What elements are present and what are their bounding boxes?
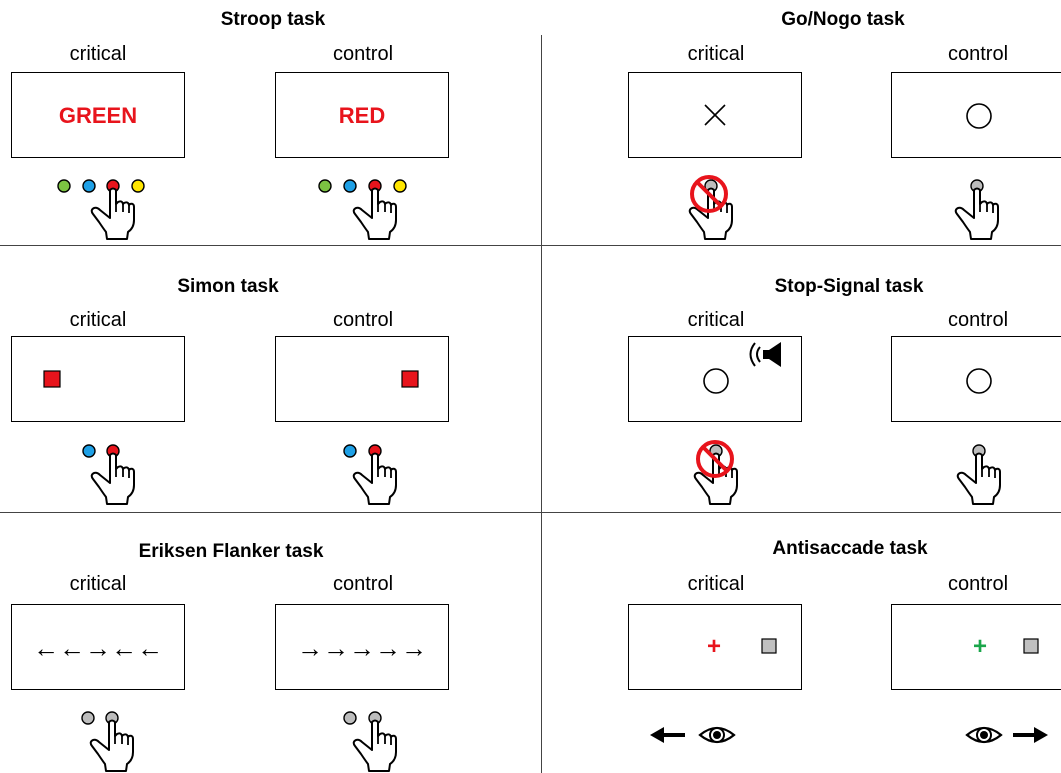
pointing-hand-icon xyxy=(352,452,397,505)
gonogo-critical-label: critical xyxy=(687,43,745,65)
eye-icon xyxy=(965,726,1003,744)
pointing-hand-icon xyxy=(352,719,397,772)
circle-icon xyxy=(966,103,992,129)
pointing-hand-icon xyxy=(956,452,1001,505)
circle-icon xyxy=(703,368,729,394)
pointing-hand-icon xyxy=(90,187,135,240)
eye-icon xyxy=(698,726,736,744)
stroop-control-label: control xyxy=(332,43,394,65)
anti-control-cross: + xyxy=(973,633,988,660)
left-arrow-icon xyxy=(650,727,685,743)
flanker-critical-arrows: ←←→←← xyxy=(33,633,163,663)
simon-title: Simon task xyxy=(177,276,279,297)
pointing-hand-icon xyxy=(954,187,999,240)
flanker-critical-label: critical xyxy=(69,573,127,595)
square-icon xyxy=(761,638,777,654)
stop-control-label: control xyxy=(947,309,1009,331)
anti-critical-label: critical xyxy=(687,573,745,595)
right-arrow-icon xyxy=(1013,727,1048,743)
gonogo-control-screen xyxy=(891,72,1061,158)
square-icon xyxy=(43,370,61,388)
stroop-control-screen: RED xyxy=(275,72,449,158)
anti-control-label: control xyxy=(947,573,1009,595)
stroop-control-word: RED xyxy=(338,103,386,128)
stroop-critical-label: critical xyxy=(69,43,127,65)
response-keys xyxy=(57,179,145,193)
gonogo-control-label: control xyxy=(947,43,1009,65)
simon-control-screen xyxy=(275,336,449,422)
square-icon xyxy=(1023,638,1039,654)
anti-critical-cross: + xyxy=(707,633,722,660)
no-response-icon xyxy=(690,175,728,213)
pointing-hand-icon xyxy=(352,187,397,240)
no-response-icon xyxy=(696,440,734,478)
stroop-title: Stroop task xyxy=(220,9,326,30)
flanker-control-screen: →→→→→ xyxy=(275,604,449,690)
flanker-control-arrows: →→→→→ xyxy=(297,633,427,663)
speaker-icon xyxy=(749,342,781,367)
stroop-critical-screen: GREEN xyxy=(11,72,185,158)
cross-x-icon xyxy=(704,104,726,126)
square-icon xyxy=(401,370,419,388)
simon-critical-screen xyxy=(11,336,185,422)
stop-critical-label: critical xyxy=(687,309,745,331)
stroop-critical-word: GREEN xyxy=(58,103,138,128)
simon-critical-label: critical xyxy=(69,309,127,331)
flanker-critical-screen: ←←→←← xyxy=(11,604,185,690)
stop-title: Stop-Signal task xyxy=(774,276,924,297)
stop-control-screen xyxy=(891,336,1061,422)
response-keys xyxy=(318,179,407,193)
pointing-hand-icon xyxy=(89,719,134,772)
gonogo-title: Go/Nogo task xyxy=(781,9,905,30)
anti-title: Antisaccade task xyxy=(772,538,928,559)
row-divider-2 xyxy=(0,512,1061,513)
row-divider-1 xyxy=(0,245,1061,246)
vertical-divider xyxy=(541,35,542,773)
pointing-hand-icon xyxy=(90,452,135,505)
circle-icon xyxy=(966,368,992,394)
flanker-control-label: control xyxy=(332,573,394,595)
simon-control-label: control xyxy=(332,309,394,331)
response-keys xyxy=(343,711,382,725)
flanker-title: Eriksen Flanker task xyxy=(138,541,324,562)
